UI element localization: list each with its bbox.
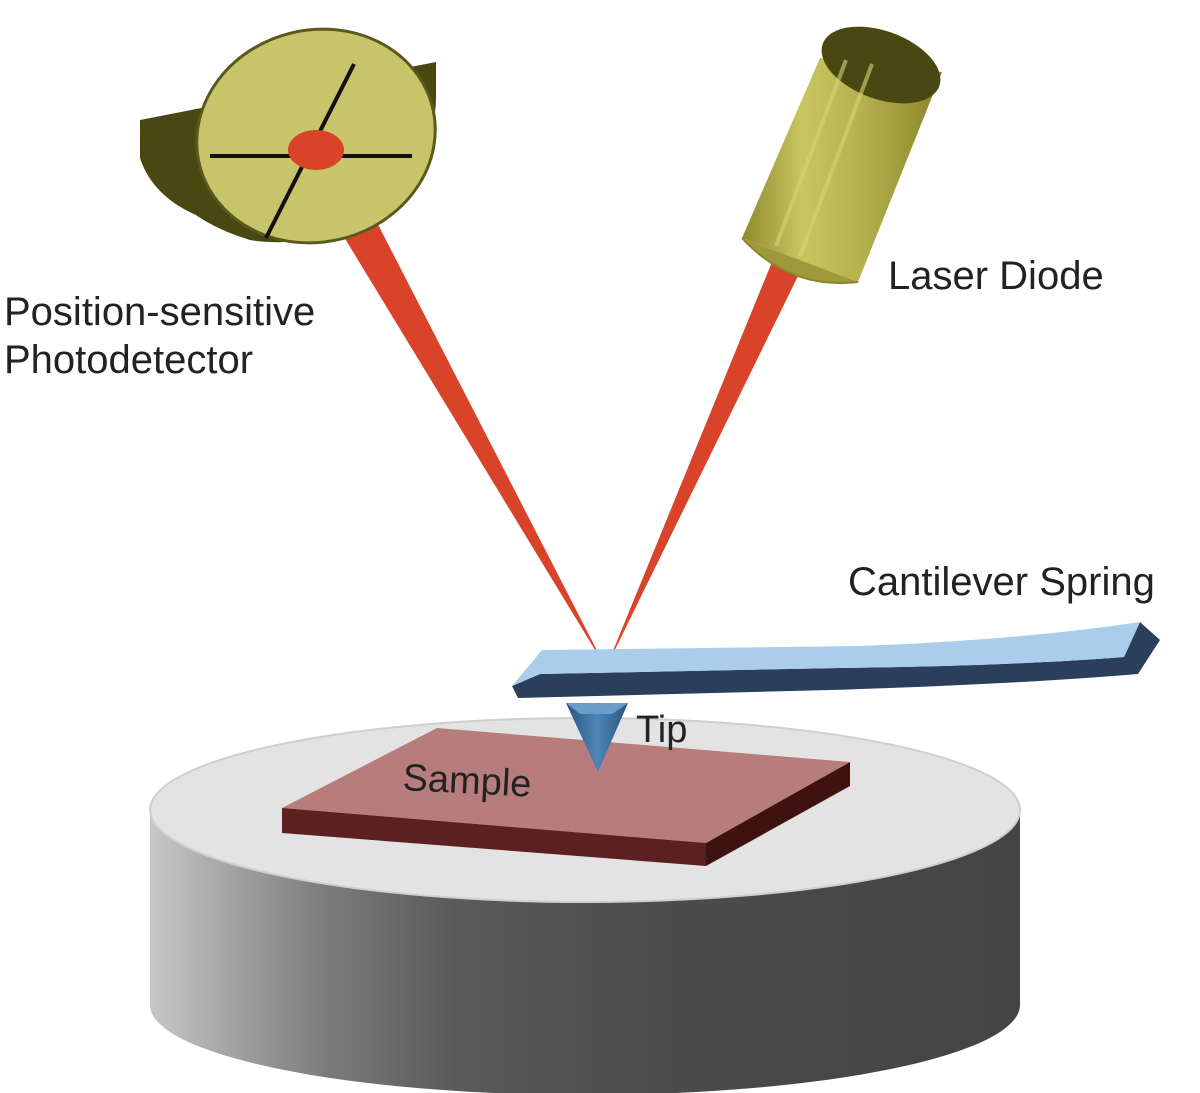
laser-body xyxy=(742,58,942,282)
laser-beam xyxy=(296,158,798,668)
tip-cone xyxy=(566,703,628,772)
laser-diode xyxy=(741,26,942,284)
cantilever-spring-label: Cantilever Spring xyxy=(848,560,1155,604)
tip xyxy=(566,703,628,772)
laser-spot xyxy=(288,130,344,170)
sample-top-face xyxy=(282,728,850,843)
tip-label: Tip xyxy=(636,709,688,751)
photodetector-label-line2: Photodetector xyxy=(4,338,254,382)
sample-right-face xyxy=(706,762,850,866)
cantilever-top xyxy=(512,622,1140,686)
laser-diode-label: Laser Diode xyxy=(888,254,1104,298)
photodetector xyxy=(140,27,437,245)
sample-label: Sample xyxy=(401,756,533,806)
cantilever-edge xyxy=(512,622,1160,698)
cantilever-spring xyxy=(512,622,1160,698)
sample-front-face xyxy=(282,808,706,866)
photodetector-label: Position-sensitive Photodetector xyxy=(4,288,315,384)
laser-cap xyxy=(821,26,941,104)
photodetector-label-line1: Position-sensitive xyxy=(4,290,316,334)
reflected-beam xyxy=(296,158,606,668)
incident-beam xyxy=(606,262,798,668)
sample-slab xyxy=(282,728,850,866)
